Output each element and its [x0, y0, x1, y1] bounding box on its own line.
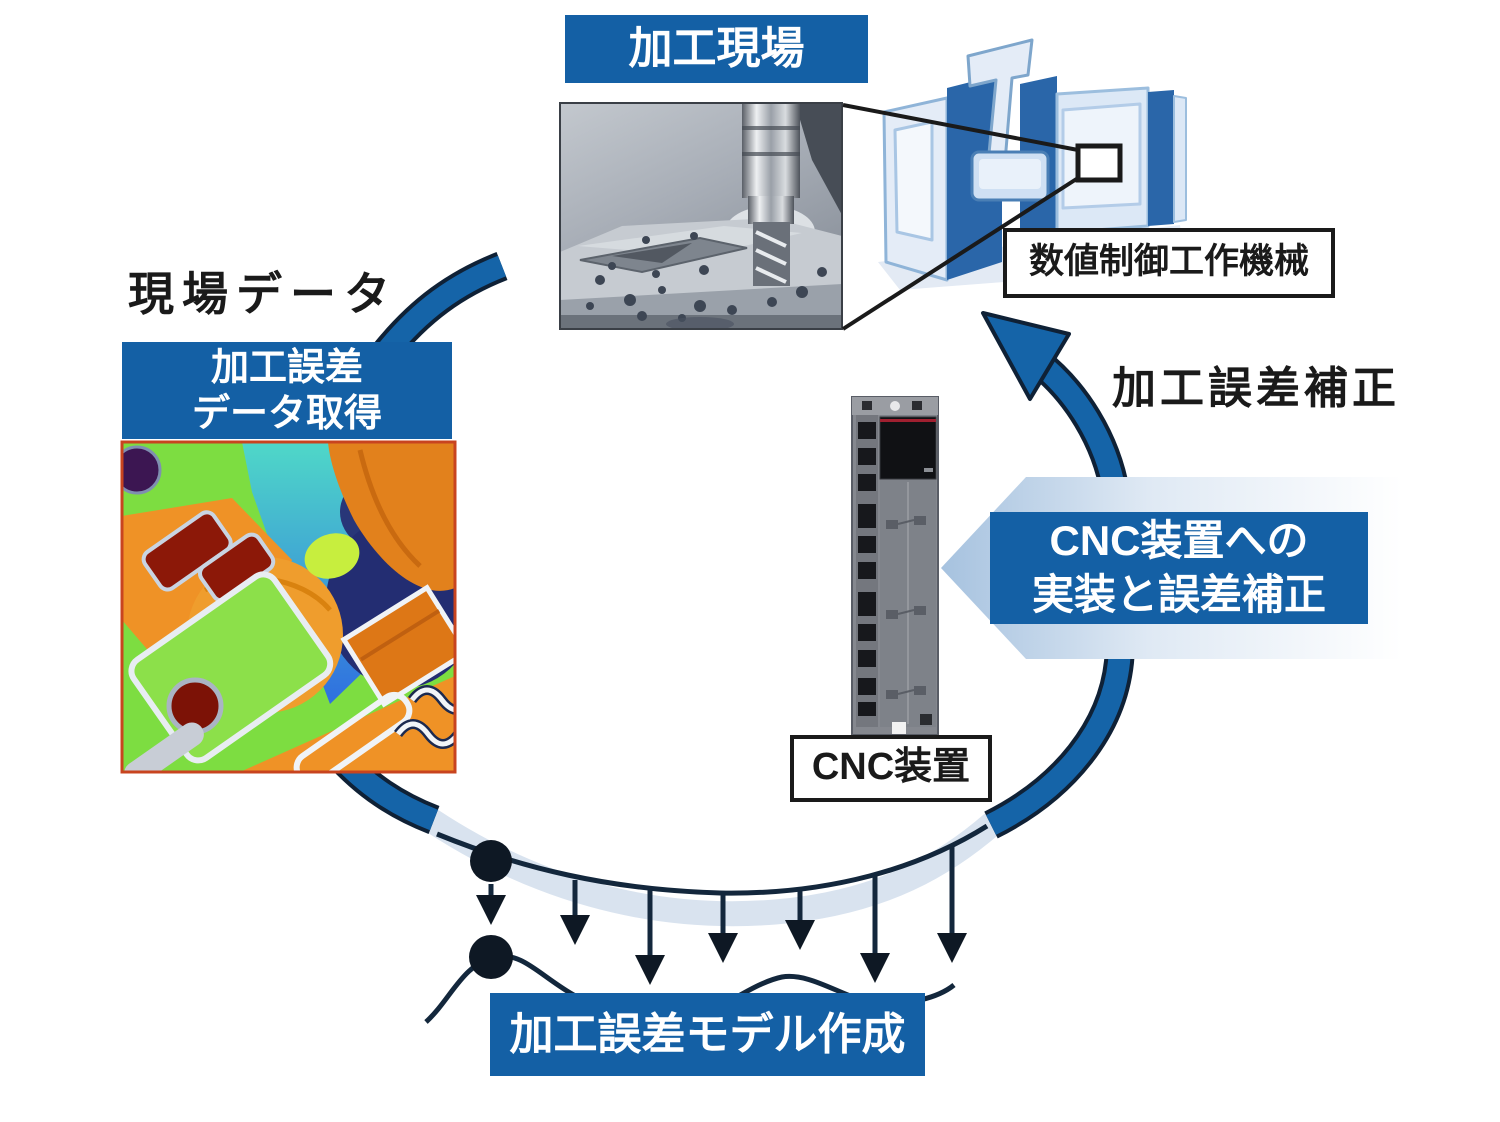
cnc-implementation-label: CNC装置への 実装と誤差補正 — [990, 512, 1368, 624]
error-data-acquisition-line1: 加工誤差 — [210, 347, 363, 389]
cycle-ring-light-band — [414, 803, 1002, 927]
model-extraction-group — [424, 823, 989, 1028]
machining-photo — [559, 102, 843, 330]
cnc-unit-text: CNC装置 — [811, 746, 971, 788]
cnc-unit-label: CNC装置 — [790, 735, 992, 802]
cnc-device-image — [851, 396, 939, 736]
cnc-implementation-line1: CNC装置への — [1049, 517, 1309, 564]
sample-dot-bottom — [469, 935, 513, 979]
error-compensation-caption: 加工誤差補正 — [1112, 352, 1400, 416]
error-model-creation-label: 加工誤差モデル作成 — [490, 993, 925, 1076]
error-data-acquisition-label: 加工誤差 データ取得 — [122, 342, 452, 439]
machining-site-label: 加工現場 — [565, 15, 868, 83]
sampled-band-curve — [436, 823, 989, 896]
nc-machine-tool-text: 数値制御工作機械 — [1028, 242, 1309, 281]
error-model-creation-text: 加工誤差モデル作成 — [509, 1010, 906, 1059]
nc-machine-tool-label: 数値制御工作機械 — [1003, 228, 1335, 298]
sample-dot-top — [470, 840, 512, 882]
error-data-acquisition-line2: データ取得 — [191, 393, 382, 435]
field-data-caption: 現場データ — [128, 258, 398, 324]
machining-site-text: 加工現場 — [628, 24, 805, 73]
flow-arc-field-data — [374, 252, 508, 362]
arrowhead-up-left — [981, 311, 1071, 401]
magnifier-callout — [841, 103, 1123, 331]
error-heatmap-image — [120, 440, 457, 774]
callout-target-rect — [1075, 143, 1123, 183]
cnc-implementation-line2: 実装と誤差補正 — [1031, 571, 1326, 618]
field-data-text: 現場データ — [128, 268, 398, 320]
error-compensation-text: 加工誤差補正 — [1112, 364, 1400, 413]
